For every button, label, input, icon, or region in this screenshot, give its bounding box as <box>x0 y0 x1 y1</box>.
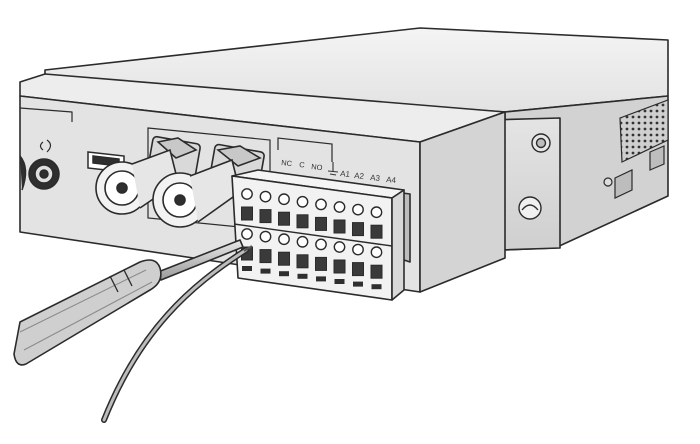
wire-entry-hole[interactable] <box>352 203 364 216</box>
terminal-foot <box>279 271 289 277</box>
release-slot[interactable] <box>259 249 272 264</box>
release-slot[interactable] <box>241 206 253 221</box>
wire-entry-hole[interactable] <box>241 188 253 200</box>
terminal-foot <box>316 276 326 282</box>
terminal-foot <box>260 268 271 274</box>
wire-entry-hole[interactable] <box>278 193 290 206</box>
wire <box>101 245 253 423</box>
label-no: NO <box>311 162 323 172</box>
label-bracket <box>277 137 333 162</box>
label-a2: A2 <box>354 171 365 181</box>
bnc-connector-1 <box>95 135 201 215</box>
module-side <box>419 111 506 293</box>
release-slot[interactable] <box>296 214 309 229</box>
terminal-array <box>233 188 393 290</box>
screw-icon <box>518 196 542 220</box>
wire-entry-hole[interactable] <box>315 198 327 211</box>
wire-entry-hole[interactable] <box>296 195 309 208</box>
terminal-foot <box>242 266 252 271</box>
wire-entry-hole[interactable] <box>370 206 383 219</box>
terminal-foot <box>297 273 308 279</box>
release-slot[interactable] <box>296 254 309 269</box>
terminal-foot <box>371 284 382 290</box>
release-slot[interactable] <box>315 216 327 231</box>
release-slot[interactable] <box>278 251 290 266</box>
wire-entry-hole[interactable] <box>259 230 272 243</box>
screwdriver-handle <box>13 259 162 366</box>
wire-entry-hole[interactable] <box>259 190 272 203</box>
panel-screws <box>518 133 551 220</box>
wire-entry-hole[interactable] <box>370 246 383 259</box>
wire-entry-hole[interactable] <box>241 228 253 240</box>
label-a1: A1 <box>340 169 351 179</box>
ground-icon <box>327 162 339 176</box>
release-slot[interactable] <box>352 262 364 277</box>
bnc-connector-2 <box>152 143 265 228</box>
release-slot[interactable] <box>352 222 364 237</box>
terminal-block-front <box>231 175 393 301</box>
screw-icon <box>603 177 613 187</box>
wire-entry-hole[interactable] <box>333 241 346 253</box>
wire-entry-hole[interactable] <box>278 233 290 246</box>
terminal-row-divider <box>233 223 393 247</box>
port-edge <box>19 155 27 191</box>
label-c: C <box>299 160 306 170</box>
terminal-block-side <box>391 189 405 301</box>
release-slot[interactable] <box>333 259 346 274</box>
audio-jack-icon <box>28 139 60 190</box>
wire-entry-hole[interactable] <box>352 243 364 256</box>
release-slot[interactable] <box>370 264 383 279</box>
wire-entry-hole[interactable] <box>333 201 346 213</box>
label-nc: NC <box>281 158 293 168</box>
wire-entry-hole[interactable] <box>296 235 309 248</box>
release-slot[interactable] <box>370 224 383 239</box>
terminal-foot <box>353 281 363 287</box>
release-slot[interactable] <box>259 209 272 224</box>
chassis-tabs <box>614 145 665 199</box>
release-slot[interactable] <box>278 211 290 226</box>
terminal-foot <box>334 279 345 284</box>
release-slot[interactable] <box>333 219 346 234</box>
wire-entry-hole[interactable] <box>315 238 327 251</box>
screwdriver-icon[interactable] <box>13 239 244 366</box>
label-a4: A4 <box>386 175 397 185</box>
label-a3: A3 <box>370 173 381 183</box>
vent-grille <box>619 99 669 163</box>
release-slot[interactable] <box>315 256 327 271</box>
